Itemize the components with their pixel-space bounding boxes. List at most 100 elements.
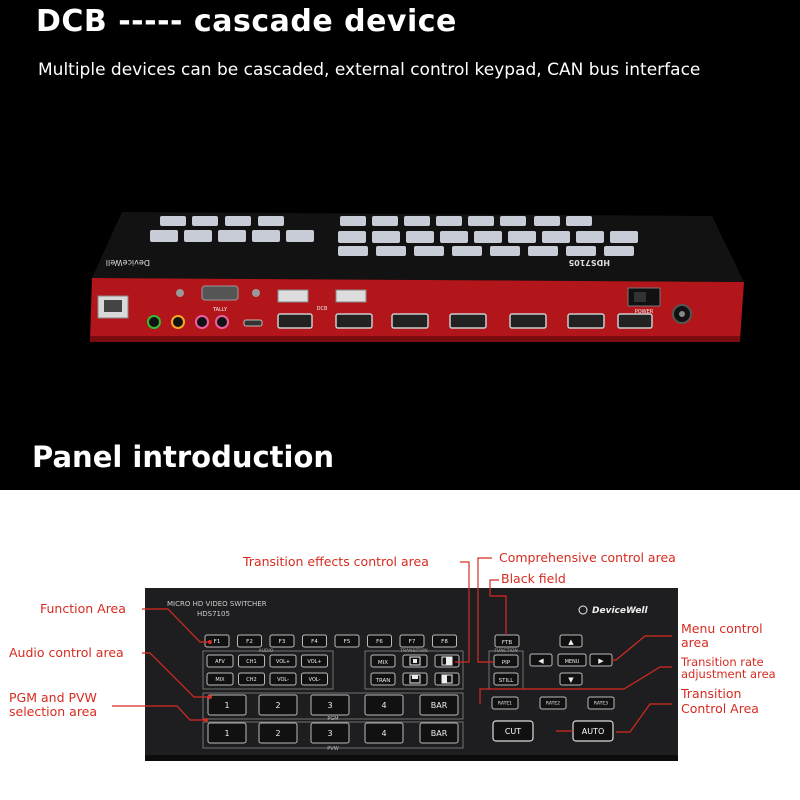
pgm-key-bar-label: BAR xyxy=(431,701,448,710)
up-arrow-key xyxy=(559,634,583,648)
function-key-f3 xyxy=(269,634,295,648)
ftb-label: FTB xyxy=(502,640,512,646)
label-menu-control-1: Menu control xyxy=(681,621,763,636)
pgm-keys: 1 2 3 4 BAR xyxy=(207,694,459,716)
label-transition-control-2: Control Area xyxy=(681,701,759,716)
function-key-f3-label: F3 xyxy=(279,639,286,645)
function-key-f6 xyxy=(367,634,392,648)
device-brand-text: DeviceWell xyxy=(106,258,150,267)
audio-key-r1-3 xyxy=(301,654,328,668)
label-audio-control: Audio control area xyxy=(9,645,124,660)
pip-key-label: PIP xyxy=(502,660,511,666)
tally-label: TALLY xyxy=(212,307,228,313)
audio-key-r1-1-label: CH1 xyxy=(246,659,256,665)
right-arrow-icon: ▶ xyxy=(598,657,604,665)
annotation-lines xyxy=(112,557,672,733)
function-key-f8-label: F8 xyxy=(441,639,448,645)
pvw-key-bar-label: BAR xyxy=(431,729,448,738)
trans-key-label: TRAN xyxy=(375,678,391,684)
rate-key-2-label: RATE2 xyxy=(546,701,560,707)
audio-key-r2-2 xyxy=(269,672,297,686)
pgm-key-1-label: 1 xyxy=(224,701,229,710)
pvw-key-4 xyxy=(364,722,404,744)
audio-key-r1-2-label: VOL+ xyxy=(276,659,290,665)
function-key-f2 xyxy=(237,634,262,648)
audio-key-r2-1 xyxy=(238,672,265,686)
rate-key-2 xyxy=(539,696,567,710)
label-transition-rate-2: adjustment area xyxy=(681,667,776,681)
up-arrow-icon: ▲ xyxy=(568,638,574,646)
label-black-field: Black field xyxy=(501,571,566,586)
dcb-label: DCB xyxy=(317,306,328,312)
tally-port xyxy=(201,285,239,301)
pvw-key-3 xyxy=(310,722,350,744)
still-key-label: STILL xyxy=(499,678,515,684)
label-function-area: Function Area xyxy=(40,601,126,616)
pip-key xyxy=(493,654,519,668)
rate-key-3-label: RATE3 xyxy=(594,701,608,707)
function-key-f4-label: F4 xyxy=(311,639,318,645)
audio-key-r1-1 xyxy=(238,654,265,668)
audio-key-r2-3-label: VOL- xyxy=(309,677,321,683)
down-arrow-icon: ▼ xyxy=(568,676,574,684)
dcb-port-2 xyxy=(335,289,367,303)
audio-key-r2-3 xyxy=(301,672,328,686)
audio-key-r1-2 xyxy=(269,654,297,668)
audio-key-r1-0-label: AFV xyxy=(215,659,225,665)
audio-key-r1-3-label: VOL+ xyxy=(307,659,321,665)
panel-section: MICRO HD VIDEO SWITCHER HDS7105 DeviceWe… xyxy=(0,490,800,800)
mix-key-label: MIX xyxy=(378,660,388,666)
top-section: DCB ----- cascade device Multiple device… xyxy=(32,4,744,474)
panel-subtitle: MICRO HD VIDEO SWITCHER xyxy=(167,600,267,608)
label-pgm-pvw-1: PGM and PVW xyxy=(9,690,97,705)
cut-key xyxy=(492,720,534,742)
pgm-key-3 xyxy=(310,694,350,716)
menu-key-label: MENU xyxy=(565,659,580,665)
audio-group-label: AUDIO xyxy=(259,648,274,654)
function-key-f6-label: F6 xyxy=(376,639,383,645)
pgm-key-4-label: 4 xyxy=(381,701,386,710)
dcb-port-1 xyxy=(277,289,309,303)
pvw-key-2-label: 2 xyxy=(275,729,280,738)
left-arrow-key xyxy=(529,653,553,667)
rate-key-1-label: RATE1 xyxy=(498,701,512,707)
audio-group-border xyxy=(202,650,334,690)
panel-diagram: MICRO HD VIDEO SWITCHER HDS7105 DeviceWe… xyxy=(112,557,678,761)
panel-brand: DeviceWell xyxy=(592,606,649,616)
panel-model: HDS7105 xyxy=(197,610,230,618)
label-pgm-pvw-2: selection area xyxy=(9,704,98,719)
audio-jacks xyxy=(147,315,229,329)
pgm-key-bar xyxy=(419,694,459,716)
function-key-f7-label: F7 xyxy=(409,639,416,645)
mix-key xyxy=(370,654,396,668)
device-top-keys xyxy=(150,216,638,256)
power-label: POWER xyxy=(635,309,654,315)
page-title: DCB ----- cascade device xyxy=(36,4,457,39)
page-description: Multiple devices can be cascaded, extern… xyxy=(38,60,701,80)
function-group-label: FUNCTION xyxy=(494,648,517,654)
label-comprehensive: Comprehensive control area xyxy=(499,550,676,565)
device-model-text: HDS7105 xyxy=(568,258,610,267)
pvw-key-bar xyxy=(419,722,459,744)
pgm-key-2-label: 2 xyxy=(275,701,280,710)
function-key-f8 xyxy=(432,634,457,648)
pvw-key-1-label: 1 xyxy=(224,729,229,738)
label-transition-control-1: Transition xyxy=(681,686,742,701)
ftb-key xyxy=(494,634,520,648)
still-key xyxy=(493,672,519,686)
pgm-key-1 xyxy=(207,694,247,716)
section-title: Panel introduction xyxy=(32,440,335,474)
pgm-key-4 xyxy=(364,694,404,716)
rate-key-1 xyxy=(491,696,519,710)
function-key-f7 xyxy=(399,634,425,648)
rate-key-3 xyxy=(587,696,615,710)
audio-key-r1-0 xyxy=(206,654,234,668)
cut-key-label: CUT xyxy=(505,727,521,736)
function-key-f2-label: F2 xyxy=(246,639,253,645)
pgm-key-3-label: 3 xyxy=(327,701,332,710)
transition-group-border xyxy=(364,650,464,690)
pgm-key-2 xyxy=(258,694,298,716)
